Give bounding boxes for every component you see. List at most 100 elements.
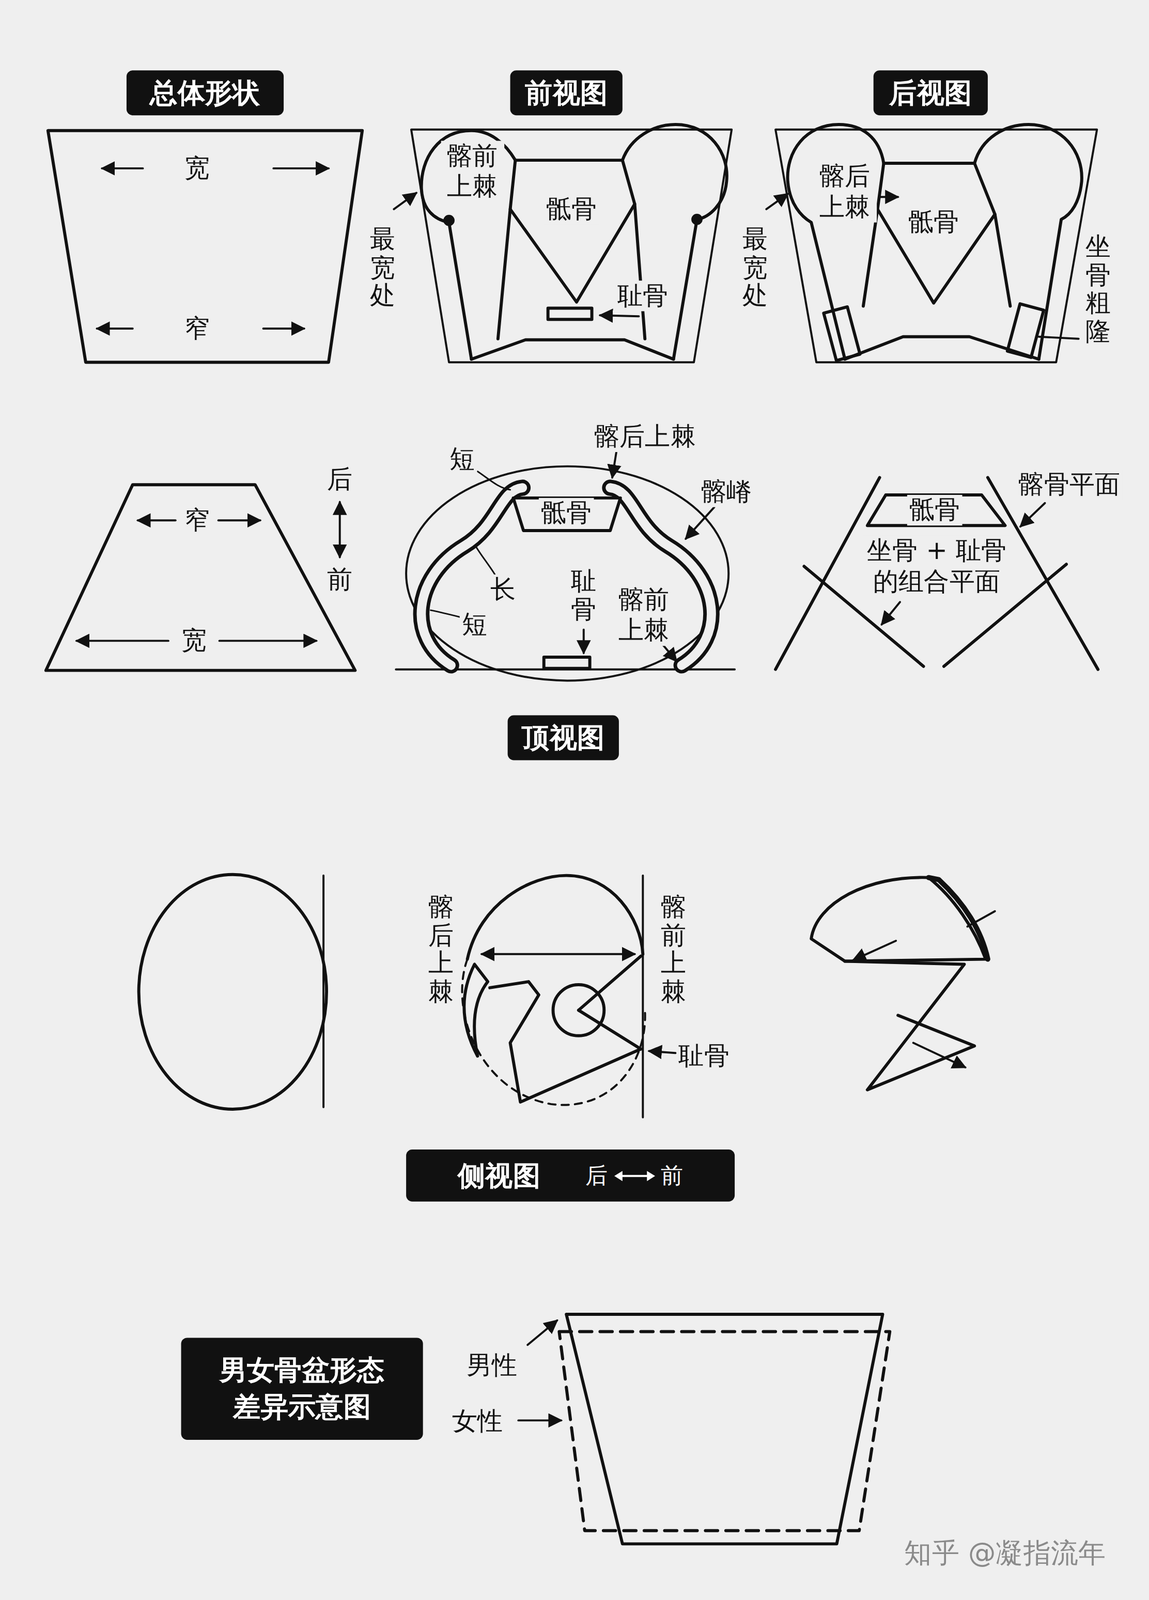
back-view-pelvis [775,129,1097,363]
part-label: 髂前 上棘 [441,141,504,203]
back-view-pelvis [879,195,899,198]
part-label: 短 [459,609,490,640]
top-view-pelvis [685,507,714,539]
badge-title: 侧视图 [457,1157,541,1194]
part-label: 最宽处 [742,223,768,312]
front-view-pelvis [393,192,416,210]
side-view-pelvis [641,875,644,1118]
front-view-pelvis [411,129,732,363]
direction-label: 后 [585,1160,608,1191]
badge-title: 前视图 [524,74,608,112]
part-label: 髂后 上棘 [813,161,877,223]
sex-difference-outlines [566,1314,883,1544]
part-label: 耻骨 [570,564,597,626]
back-view-pelvis [995,214,1011,307]
title-badge: 前视图 [510,70,623,116]
top-view-pelvis [612,452,617,478]
part-label: 耻骨 [676,1041,733,1072]
sex-difference-outlines [527,1320,557,1345]
title-badge: 男女骨盆形态 差异示意图 [181,1337,424,1440]
front-view-pelvis [393,124,732,363]
side-view-pelvis [489,981,641,1102]
side-view-pelvis [322,875,325,1108]
sex-difference-outlines [518,1314,890,1544]
top-view-pelvis [610,487,712,666]
title-badge: 侧视图后前 [406,1149,735,1202]
overall-trapezoid [273,167,329,170]
part-label: 窄 [182,505,212,536]
top-view-trapezoid [218,519,261,522]
back-view-pelvis [877,163,996,304]
front-view-pelvis [421,130,516,360]
top-view-pelvis [610,487,712,666]
top-view-pelvis [406,466,729,681]
sex-difference-outlines [559,1331,890,1531]
side-view-pelvis [844,961,975,1091]
top-view-pelvis [582,629,585,654]
title-badge: 后视图 [873,70,988,116]
side-view-pelvis [467,875,644,960]
part-label: 髂前上棘 [660,890,687,1007]
watermark: 知乎 @凝指流年 [902,1536,1108,1570]
part-label: 骶骨 [907,494,963,526]
top-view-pelvis [513,498,620,531]
back-view-pelvis [1007,303,1044,358]
part-label: 坐骨粗隆 [1085,230,1111,347]
part-label: 后 [324,464,355,495]
back-view-pelvis [1038,336,1079,339]
overall-trapezoid [48,130,363,363]
back-view-pelvis [823,306,860,361]
part-label: 坐骨 + 耻骨 的组合平面 [863,535,1011,598]
back-view-pelvis [766,124,1097,363]
double-arrow [613,1170,655,1181]
part-label: 髂骨平面 [1016,469,1123,501]
back-view-pelvis [974,124,1082,360]
side-view-pelvis [913,1043,966,1068]
part-label: 骶骨 [538,498,595,529]
overall-trapezoid [102,167,144,170]
part-label: 髂前 上棘 [612,584,676,647]
sex-difference-outlines [518,1419,562,1422]
part-label: 髂嵴 [699,476,755,507]
side-view-pelvis [578,1010,641,1049]
part-label: 前 [324,564,355,595]
overall-trapezoid [263,327,305,330]
part-label: 宽 [179,625,209,657]
part-label: 男性 [464,1349,520,1381]
top-view-trapezoid [338,502,341,558]
part-label: 宽 [182,152,212,184]
side-view-pelvis [811,877,986,961]
side-view-pelvis [578,956,641,1011]
pelvic-planes [1020,503,1045,527]
top-view-trapezoid [76,639,169,642]
badge-title: 后视图 [889,74,972,112]
top-view-trapezoid [45,484,355,671]
part-label: 长 [488,574,518,605]
top-view-pelvis [430,610,462,618]
double-arrow [611,1167,657,1185]
drawing-part [45,124,1098,1544]
front-view-pelvis [548,307,593,320]
front-view-pelvis [471,339,674,360]
pelvic-planes [775,477,1098,670]
part-label: 最宽处 [369,223,396,312]
side-view-pelvis [481,953,635,956]
side-view-pelvis [928,877,988,960]
side-view-pelvis [852,940,896,961]
side-view-pelvis [138,874,996,1118]
front-view-pelvis [692,215,702,224]
front-view-pelvis [622,124,727,360]
part-label: 骶骨 [544,193,600,225]
part-label: 短 [447,443,477,475]
part-label: 髂后上棘 [428,890,454,1007]
top-view-pelvis [395,452,735,681]
overall-trapezoid [48,130,363,363]
pelvic-planes [867,494,1006,526]
top-view-pelvis [544,657,590,669]
side-view-pelvis [463,964,488,1057]
side-view-pelvis [462,959,646,1106]
badge-title: 顶视图 [521,719,605,756]
top-view-pelvis [477,471,510,491]
badge-title: 总体形状 [149,74,260,112]
